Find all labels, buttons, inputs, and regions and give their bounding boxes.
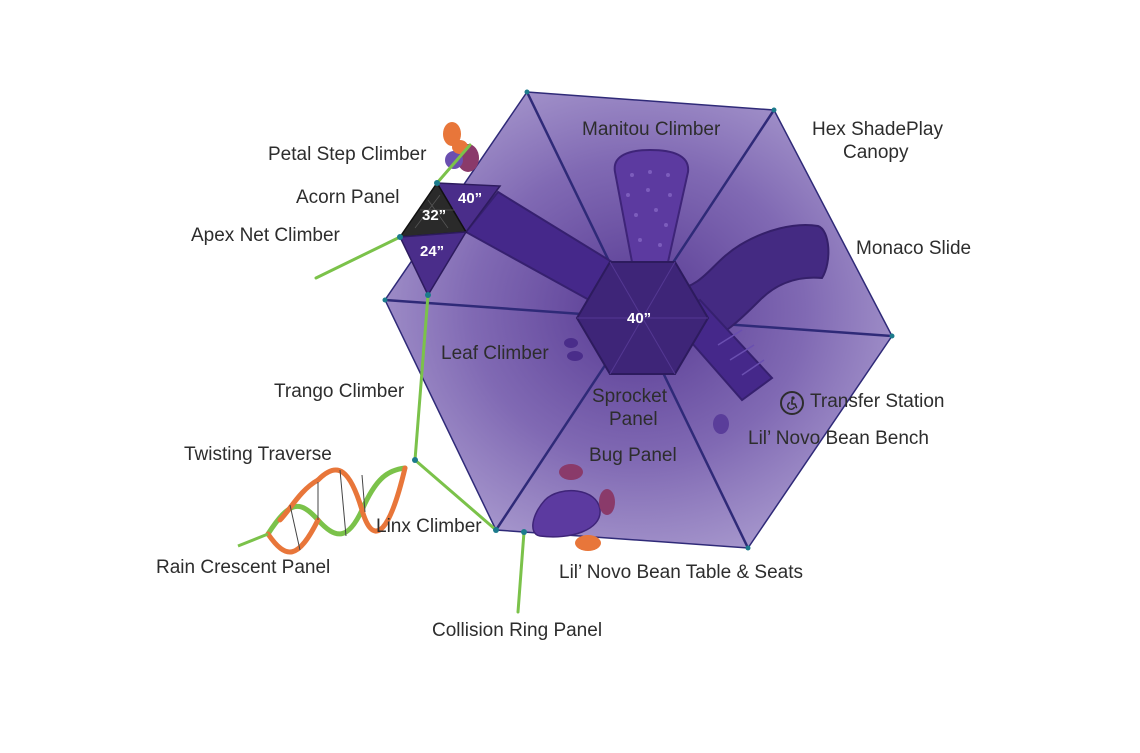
label-hex-canopy-2: Canopy — [843, 142, 909, 163]
label-acorn-panel: Acorn Panel — [296, 187, 400, 208]
label-collision-ring-panel: Collision Ring Panel — [432, 620, 603, 641]
label-linx-climber: Linx Climber — [376, 516, 482, 537]
dim-deck-top: 40” — [458, 190, 483, 207]
petal-step-climber — [443, 122, 479, 172]
label-petal-step-climber: Petal Step Climber — [268, 144, 427, 165]
manitou-holds — [626, 170, 672, 247]
label-hex-canopy-1: Hex ShadePlay — [812, 119, 943, 140]
manitou-climber — [613, 148, 690, 263]
label-sprocket-panel-1: Sprocket — [592, 386, 667, 407]
dim-deck-mid: 32” — [422, 207, 447, 224]
leaf-climber — [564, 338, 583, 361]
label-lil-novo-bean-bench: Lil’ Novo Bean Bench — [748, 428, 929, 449]
dim-deck-low: 24” — [420, 243, 445, 260]
center-deck-grid — [577, 261, 708, 375]
bean-seat-1 — [599, 489, 615, 515]
label-lil-novo-bean-table: Lil’ Novo Bean Table & Seats — [559, 562, 803, 583]
label-monaco-slide: Monaco Slide — [856, 238, 972, 259]
label-bug-panel: Bug Panel — [589, 445, 677, 466]
label-twisting-traverse: Twisting Traverse — [184, 444, 332, 465]
rain-crescent-panel-shape — [237, 532, 269, 548]
dim-deck-center: 40” — [627, 310, 652, 327]
label-rain-crescent-panel: Rain Crescent Panel — [156, 557, 331, 578]
bean-bench — [713, 414, 729, 434]
net-pattern — [414, 194, 455, 229]
deck-24 — [398, 231, 468, 297]
traverse-rungs — [289, 469, 366, 551]
post-caps — [397, 180, 527, 535]
twisting-traverse — [265, 465, 408, 555]
accessibility-icon — [780, 391, 804, 415]
transfer-steps — [717, 329, 765, 376]
bean-table — [532, 489, 601, 538]
label-trango-climber: Trango Climber — [274, 381, 405, 402]
monaco-slide — [674, 224, 830, 344]
label-apex-net-climber: Apex Net Climber — [191, 225, 340, 246]
label-leaf-climber: Leaf Climber — [441, 343, 549, 364]
label-manitou-climber: Manitou Climber — [582, 119, 721, 140]
bean-seat-2 — [575, 535, 601, 551]
label-sprocket-panel-2: Panel — [609, 409, 658, 430]
green-posts — [314, 143, 526, 614]
label-transfer-station: Transfer Station — [810, 391, 945, 412]
bug-panel — [559, 464, 583, 480]
